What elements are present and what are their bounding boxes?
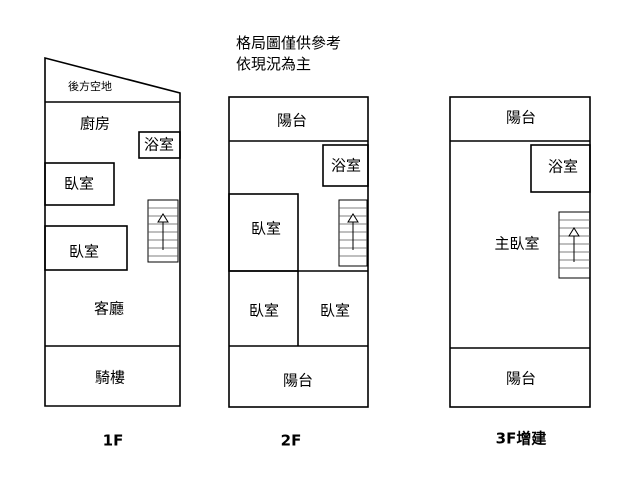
f3-bath-wall — [530, 144, 591, 193]
f3-balcony-top-label: 陽台 — [506, 109, 536, 127]
f2-bedroom-a-label: 臥室 — [251, 220, 281, 238]
f1-stair-arrow-icon — [157, 213, 169, 223]
f1-living-label: 客廳 — [94, 300, 124, 318]
f1-bedroom-b-label: 臥室 — [69, 243, 99, 261]
disclaimer-line-1: 格局圖僅供參考 — [236, 34, 341, 52]
floor-2-label: 2F — [281, 432, 302, 450]
f1-bedroom-b-wall — [44, 225, 128, 271]
f1-bedroom-a-wall — [44, 162, 115, 206]
f2-stair-arrow-icon — [347, 213, 359, 223]
floor-3-plan: 陽台 浴室 主臥室 陽台 — [449, 96, 591, 408]
f2-balcony-bottom-label: 陽台 — [283, 372, 313, 390]
f1-bath-label: 浴室 — [144, 136, 174, 154]
f3-master-label: 主臥室 — [494, 235, 539, 253]
f1-yard-label: 後方空地 — [68, 79, 112, 93]
f2-bath-label: 浴室 — [331, 157, 361, 175]
f1-bedroom-a-label: 臥室 — [64, 175, 94, 193]
f2-stairs — [338, 199, 368, 267]
floor-2-plan: 陽台 浴室 臥室 臥室 臥室 陽台 — [228, 96, 369, 408]
f1-arcade-label: 騎樓 — [95, 369, 125, 387]
f3-stair-arrow-icon — [568, 227, 580, 237]
f3-balcony-bottom-label: 陽台 — [506, 370, 536, 388]
disclaimer-line-2: 依現況為主 — [236, 55, 311, 73]
floor-1-plan: 後方空地 廚房 浴室 臥室 臥室 客廳 騎樓 — [44, 56, 181, 407]
f2-bath-wall — [322, 144, 369, 187]
f3-stairs — [558, 211, 591, 279]
f2-bedroom-c-label: 臥室 — [320, 302, 350, 320]
f1-bath-wall — [138, 131, 181, 159]
f1-kitchen-label: 廚房 — [80, 115, 110, 133]
floor-1-outline — [44, 56, 181, 407]
f1-stairs — [147, 199, 179, 263]
f2-bedroom-b-label: 臥室 — [249, 302, 279, 320]
f3-bath-label: 浴室 — [548, 158, 578, 176]
floor-1-label: 1F — [103, 432, 124, 450]
floor-3-label: 3F增建 — [496, 430, 548, 448]
f2-balcony-top-label: 陽台 — [277, 112, 307, 130]
